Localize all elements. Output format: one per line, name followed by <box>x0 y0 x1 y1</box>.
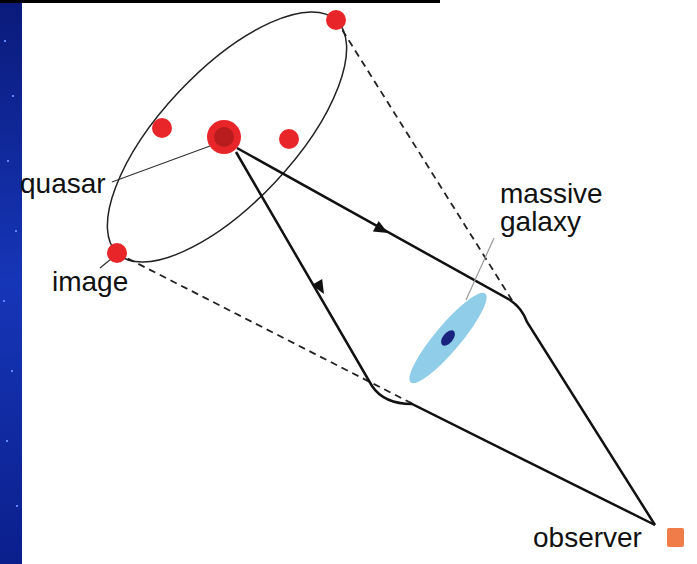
image-dot <box>279 129 299 149</box>
light-ray <box>237 148 655 525</box>
ray-arrowhead <box>373 221 391 238</box>
leader-line <box>100 259 111 268</box>
galaxy-core <box>438 328 457 348</box>
image-dot <box>152 118 172 138</box>
quasar-label: quasar <box>20 170 106 198</box>
leader-line <box>466 238 494 300</box>
light-ray <box>236 152 655 525</box>
observer-marker <box>667 528 684 547</box>
sky-strip <box>0 0 22 564</box>
quasar-dot <box>207 120 241 154</box>
image-dot <box>326 10 346 30</box>
leader-line <box>112 146 210 182</box>
galaxy-disk <box>401 285 495 391</box>
quasar-core <box>214 127 234 147</box>
image-dot <box>107 243 127 263</box>
ray-arrowhead <box>312 279 329 297</box>
dashed-sightline <box>336 20 515 305</box>
sky-specks <box>3 40 18 507</box>
galaxy-label: massive galaxy <box>500 180 630 236</box>
image-label: image <box>52 268 128 296</box>
top-strip <box>0 0 440 3</box>
observer-label: observer <box>533 524 642 552</box>
image-ring <box>69 0 384 299</box>
